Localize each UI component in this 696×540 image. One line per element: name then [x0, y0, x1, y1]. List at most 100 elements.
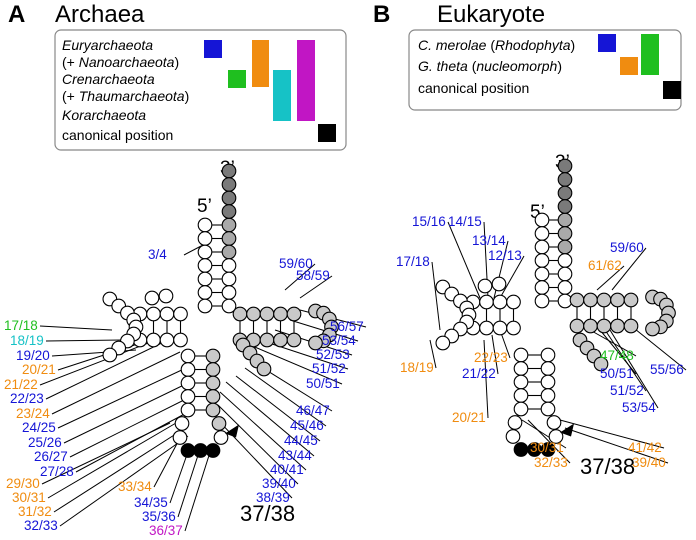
junction-label-20-21: 20/21 — [452, 410, 486, 425]
nucleotide — [513, 388, 529, 403]
panel-a-anticodon-label: 37/38 — [240, 501, 295, 526]
legend-a-row-2: (+ Nanoarchaeota) — [62, 54, 179, 70]
nucleotide — [146, 306, 161, 322]
nucleotide — [205, 389, 221, 404]
nucleotide — [221, 190, 237, 206]
junction-label-53-54: 53/54 — [622, 400, 656, 415]
nucleotide — [246, 306, 261, 322]
junction-label-30-31: 30/31 — [530, 440, 564, 455]
junction-label-29-30: 29/30 — [6, 476, 40, 491]
panel-a-legend: Euryarchaeota (+ Nanoarchaeota) Crenarch… — [54, 29, 347, 151]
nucleotide — [593, 356, 609, 372]
junction-label-12-13: 12/13 — [488, 248, 522, 263]
junction-label-32-33: 32/33 — [534, 455, 568, 470]
nucleotide — [546, 415, 562, 430]
nucleotide — [146, 332, 161, 348]
anticodon-nucleotide — [193, 443, 208, 458]
legend-a-swatch-crenarchaeota — [228, 70, 246, 88]
nucleotide — [180, 389, 196, 404]
legend-a-row-5: Korarchaeota — [62, 107, 146, 123]
nucleotide — [557, 199, 573, 214]
nucleotide — [221, 271, 237, 287]
nucleotide — [569, 292, 585, 308]
junction-label-38-39: 38/39 — [256, 490, 290, 505]
junction-label-53-54: 53/54 — [322, 333, 356, 348]
nucleotide — [221, 217, 237, 233]
junction-label-32-33: 32/33 — [24, 518, 58, 533]
junction-label-55-56: 55/56 — [650, 362, 684, 377]
nucleotide — [534, 280, 550, 295]
label-leader-line — [604, 329, 647, 392]
nucleotide — [569, 318, 585, 334]
junction-label-20-21: 20/21 — [22, 362, 56, 377]
label-leader-line — [629, 324, 687, 371]
nucleotide — [205, 348, 221, 364]
label-leader-line — [41, 422, 171, 485]
junction-label-26-27: 26/27 — [34, 449, 68, 464]
nucleotide — [173, 332, 188, 348]
anticodon-nucleotide — [205, 443, 221, 458]
nucleotide — [557, 239, 573, 255]
label-leader-line — [429, 339, 437, 369]
panel-a: A Archaea Euryarchaeota (+ Nanoarchaeota… — [4, 1, 367, 538]
label-leader-line — [217, 404, 299, 485]
label-leader-line — [184, 445, 213, 532]
nucleotide — [221, 231, 237, 246]
nucleotide — [221, 204, 237, 219]
junction-label-56-57: 56/57 — [330, 319, 364, 334]
nucleotide — [286, 306, 302, 322]
nucleotide — [221, 163, 237, 179]
nucleotide — [221, 244, 237, 260]
panel-b: B Eukaryote C. merolae (Rhodophyta) G. t… — [373, 1, 687, 479]
nucleotide — [197, 271, 213, 287]
junction-label-34-35: 34/35 — [134, 495, 168, 510]
panel-b-title: Eukaryote — [437, 1, 545, 28]
nucleotide — [610, 318, 625, 334]
nucleotide — [506, 320, 521, 336]
nucleotide — [623, 292, 639, 308]
nucleotide — [174, 416, 190, 431]
panel-b-letter: B — [373, 1, 390, 28]
junction-label-27-28: 27/28 — [40, 464, 74, 479]
nucleotide — [491, 276, 507, 292]
nucleotide — [505, 429, 521, 444]
junction-label-58-59: 58/59 — [296, 268, 330, 283]
nucleotide — [259, 332, 275, 348]
nucleotide — [557, 280, 573, 295]
junction-label-61-62: 61/62 — [588, 258, 622, 273]
nucleotide — [221, 285, 237, 300]
junction-label-3-4: 3/4 — [148, 247, 167, 262]
nucleotide — [479, 320, 494, 336]
nucleotide — [623, 318, 639, 334]
nucleotide — [172, 430, 188, 445]
junction-label-43-44: 43/44 — [278, 448, 312, 463]
junction-label-13-14: 13/14 — [472, 233, 506, 248]
label-leader-line — [244, 367, 327, 427]
nucleotide — [180, 375, 196, 391]
label-leader-line — [299, 275, 333, 299]
nucleotide — [557, 212, 573, 228]
label-leader-line — [259, 339, 349, 370]
junction-label-18-19: 18/19 — [400, 360, 434, 375]
nucleotide — [159, 332, 175, 348]
junction-label-24-25: 24/25 — [22, 420, 56, 435]
nucleotide — [540, 388, 556, 403]
nucleotide — [273, 332, 288, 348]
nucleotide — [596, 318, 612, 334]
nucleotide — [583, 292, 598, 308]
nucleotide — [540, 401, 556, 417]
panel-b-anticodon-label: 37/38 — [580, 454, 635, 479]
legend-a-row-4: (+ Thaumarchaeota) — [62, 88, 189, 104]
label-leader-line — [57, 367, 187, 429]
label-leader-line — [596, 265, 625, 291]
label-leader-line — [59, 435, 189, 527]
label-leader-line — [219, 391, 307, 471]
legend-b-swatch-shared — [641, 34, 659, 75]
nucleotide — [557, 226, 573, 241]
nucleotide — [534, 253, 550, 268]
legend-a-swatch-canonical — [318, 124, 336, 142]
junction-label-17-18: 17/18 — [396, 254, 430, 269]
legend-a-row-3: Crenarchaeota — [62, 71, 155, 87]
label-leader-line — [39, 325, 113, 331]
junction-label-17-18: 17/18 — [4, 318, 38, 333]
